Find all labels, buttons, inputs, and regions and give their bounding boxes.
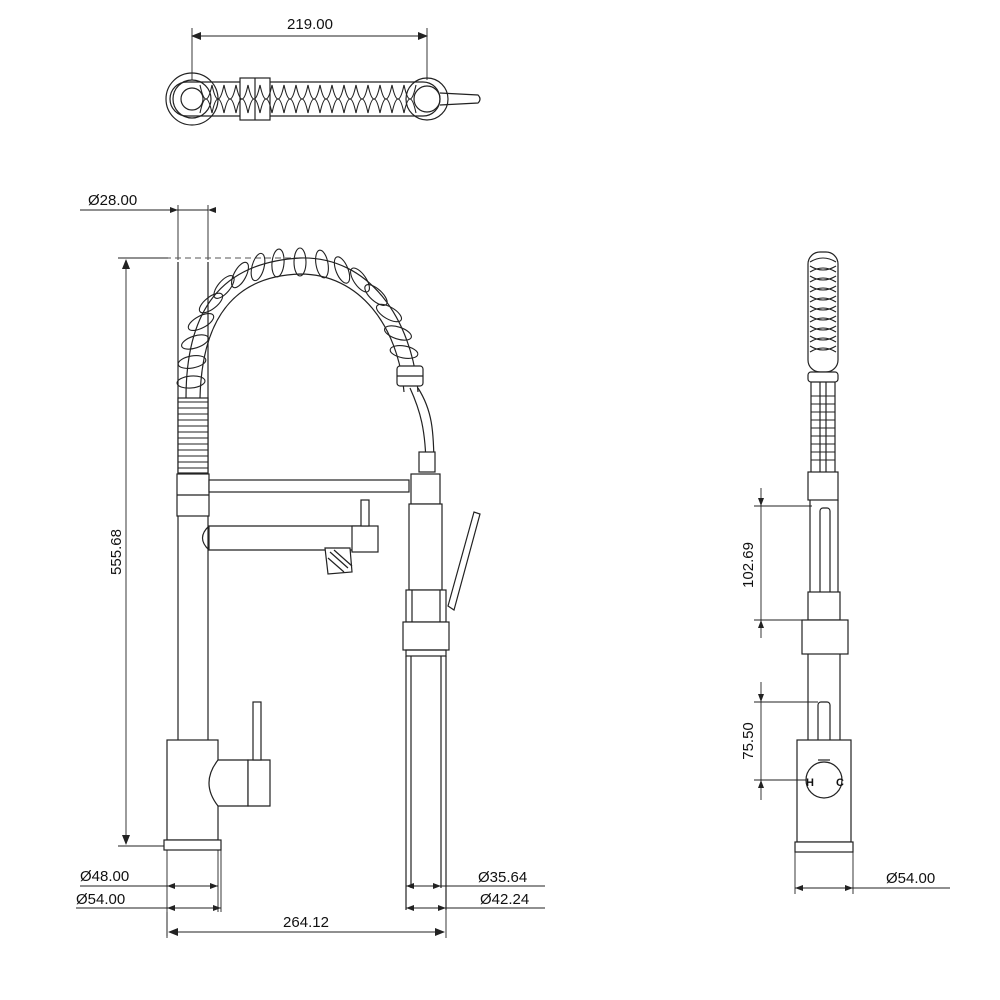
dim-spray-outer: Ø42.24 [480,891,529,908]
cold-label: C [836,777,844,789]
top-view: 219.00 [165,16,481,126]
dim-base-inner: Ø48.00 [80,868,129,885]
dim-top-width: 219.00 [287,16,333,33]
hot-label: H [806,777,814,789]
dim-base-outer: Ø54.00 [76,891,125,908]
side-view: H C 102.69 75.50 Ø54.00 [740,251,950,894]
dim-spray-inner: Ø35.64 [478,869,527,886]
dim-reach: 264.12 [283,914,329,931]
dim-total-height: 555.68 [108,529,125,575]
dim-side-lower: 75.50 [740,722,757,760]
dim-pipe-diameter: Ø28.00 [88,192,137,209]
front-view: Ø28.00 555.68 [76,192,545,938]
spring-coils [176,247,419,389]
dim-side-base: Ø54.00 [886,870,935,887]
dim-side-upper: 102.69 [740,542,757,588]
